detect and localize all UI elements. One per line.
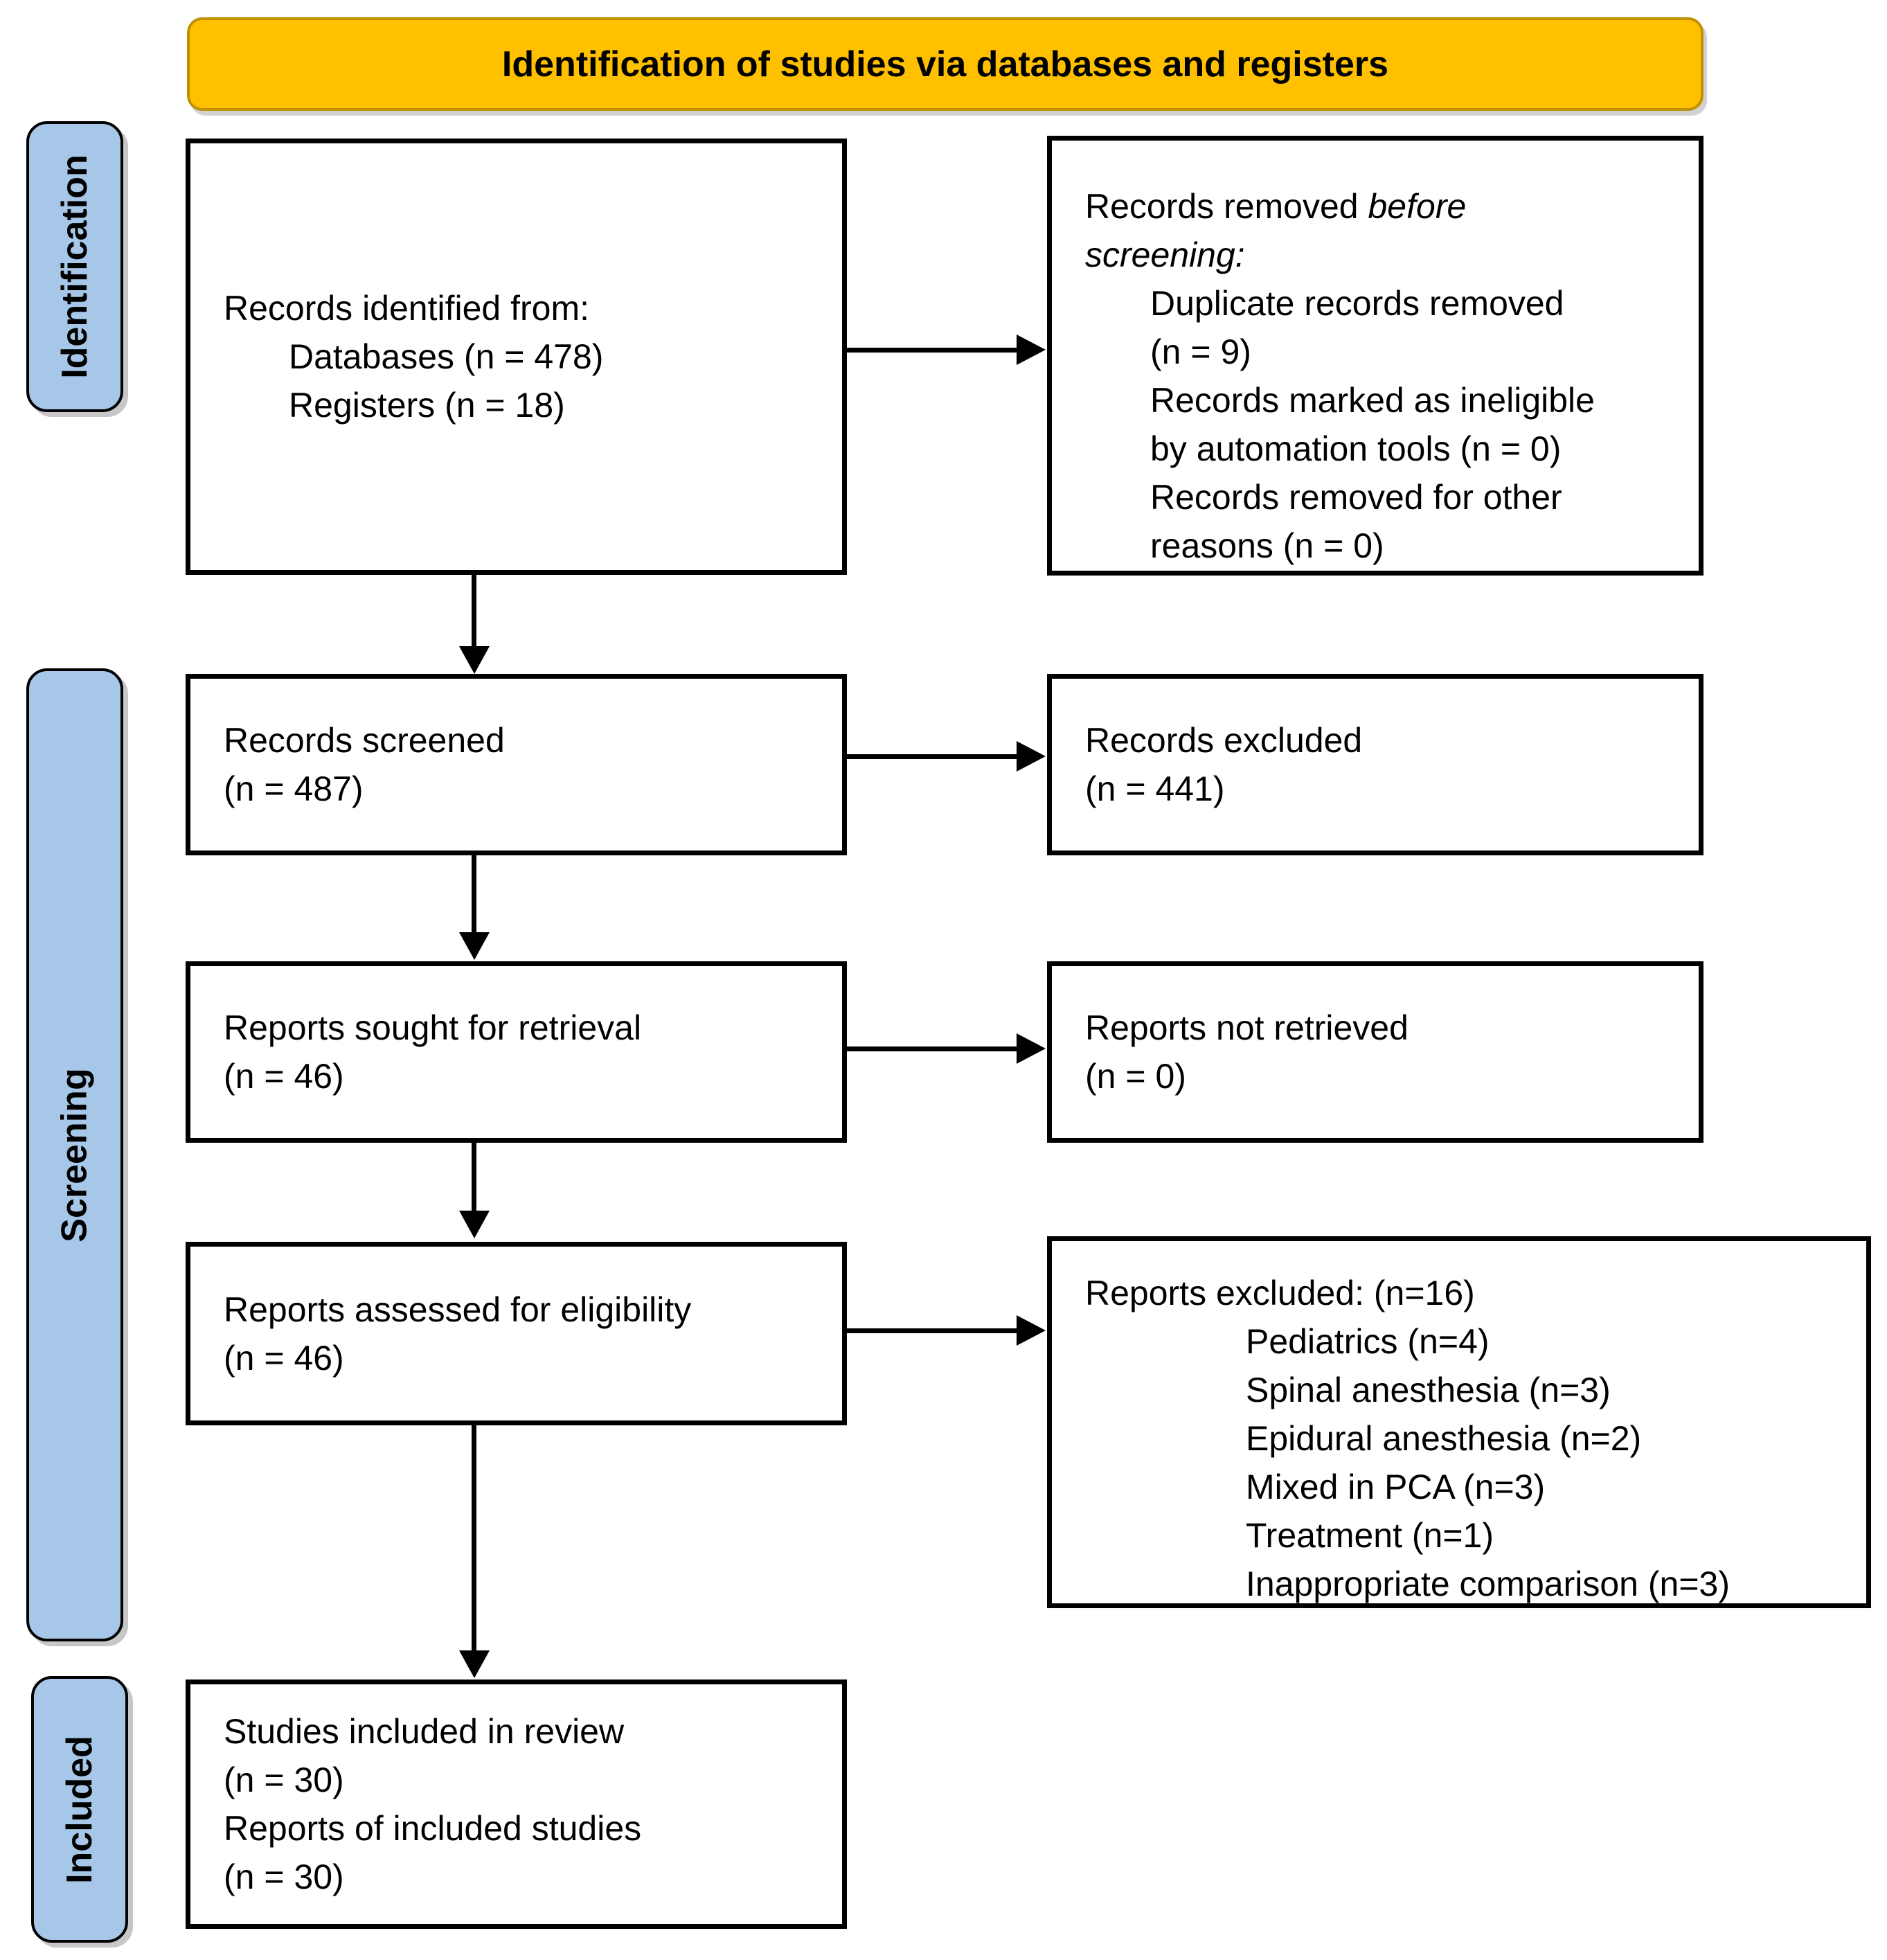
box-records-screened: Records screened (n = 487)	[186, 674, 847, 855]
box-line: Reports sought for retrieval	[224, 1008, 642, 1047]
arrow-assessed-to-included-head	[459, 1650, 490, 1678]
box-line: Treatment (n=1)	[1246, 1516, 1494, 1555]
box-records-excluded: Records excluded (n = 441)	[1047, 674, 1703, 855]
box-reports-not-retrieved: Reports not retrieved (n = 0)	[1047, 961, 1703, 1143]
box-line: Records marked as ineligible	[1150, 381, 1595, 420]
box-line: by automation tools (n = 0)	[1150, 429, 1562, 468]
box-line: reasons (n = 0)	[1150, 526, 1384, 565]
box-line: Records removed before	[1085, 187, 1467, 226]
arrow-screened-to-sought-head	[459, 932, 490, 960]
box-reports-assessed: Reports assessed for eligibility (n = 46…	[186, 1242, 847, 1425]
arrow-assessed-to-excluded-head	[1017, 1315, 1046, 1346]
arrow-identified-to-removed-line	[847, 348, 1018, 353]
box-line: Epidural anesthesia (n=2)	[1246, 1419, 1642, 1458]
arrow-assessed-to-included-line	[472, 1425, 476, 1652]
box-line: Records screened	[224, 721, 505, 760]
box-line: Reports assessed for eligibility	[224, 1290, 692, 1329]
arrow-identified-to-screened-head	[459, 646, 490, 674]
box-line: screening:	[1085, 235, 1245, 274]
stage-label-included: Included	[31, 1676, 128, 1943]
box-reports-sought: Reports sought for retrieval (n = 46)	[186, 961, 847, 1143]
box-line: Pediatrics (n=4)	[1246, 1322, 1490, 1361]
box-line: (n = 0)	[1085, 1057, 1186, 1096]
box-line: (n = 441)	[1085, 769, 1225, 808]
arrow-sought-to-assessed-head	[459, 1211, 490, 1238]
stage-label-included-text: Included	[60, 1735, 100, 1884]
arrow-screened-to-excluded-head	[1017, 741, 1046, 772]
box-line: (n = 9)	[1150, 332, 1251, 371]
box-line: (n = 487)	[224, 769, 364, 808]
box-line: Records removed for other	[1150, 478, 1562, 517]
box-line: Spinal anesthesia (n=3)	[1246, 1371, 1611, 1409]
box-records-removed: Records removed before screening: Duplic…	[1047, 136, 1703, 576]
box-line: Reports of included studies	[224, 1809, 642, 1848]
arrow-identified-to-removed-head	[1017, 335, 1046, 365]
arrow-sought-to-assessed-line	[472, 1143, 476, 1212]
header-banner: Identification of studies via databases …	[187, 17, 1703, 111]
stage-label-screening: Screening	[26, 668, 123, 1641]
box-studies-included: Studies included in review (n = 30) Repo…	[186, 1680, 847, 1929]
box-line: Inappropriate comparison (n=3)	[1246, 1565, 1730, 1603]
box-line: (n = 30)	[224, 1857, 344, 1896]
arrow-assessed-to-excluded-line	[847, 1328, 1018, 1333]
box-records-identified: Records identified from: Databases (n = …	[186, 139, 847, 575]
box-line: Reports not retrieved	[1085, 1008, 1408, 1047]
box-line: Records excluded	[1085, 721, 1363, 760]
box-line: (n = 46)	[224, 1338, 344, 1378]
stage-label-identification-text: Identification	[55, 154, 95, 379]
box-line: Studies included in review	[224, 1712, 625, 1751]
box-line: (n = 46)	[224, 1057, 344, 1096]
box-line: Duplicate records removed	[1150, 284, 1564, 323]
box-line: Databases (n = 478)	[289, 337, 604, 376]
arrow-sought-to-notretrieved-head	[1017, 1033, 1046, 1064]
arrow-identified-to-screened-line	[472, 575, 476, 648]
box-line: Reports excluded: (n=16)	[1085, 1274, 1475, 1312]
box-line: Mixed in PCA (n=3)	[1246, 1468, 1546, 1506]
arrow-screened-to-sought-line	[472, 855, 476, 934]
box-line: (n = 30)	[224, 1761, 344, 1799]
header-title: Identification of studies via databases …	[501, 44, 1389, 84]
stage-label-identification: Identification	[26, 121, 123, 412]
box-line: Records identified from:	[224, 289, 590, 328]
box-reports-excluded: Reports excluded: (n=16) Pediatrics (n=4…	[1047, 1236, 1871, 1608]
box-line: Registers (n = 18)	[289, 386, 565, 425]
arrow-sought-to-notretrieved-line	[847, 1046, 1018, 1051]
arrow-screened-to-excluded-line	[847, 754, 1018, 759]
stage-label-screening-text: Screening	[55, 1067, 96, 1242]
